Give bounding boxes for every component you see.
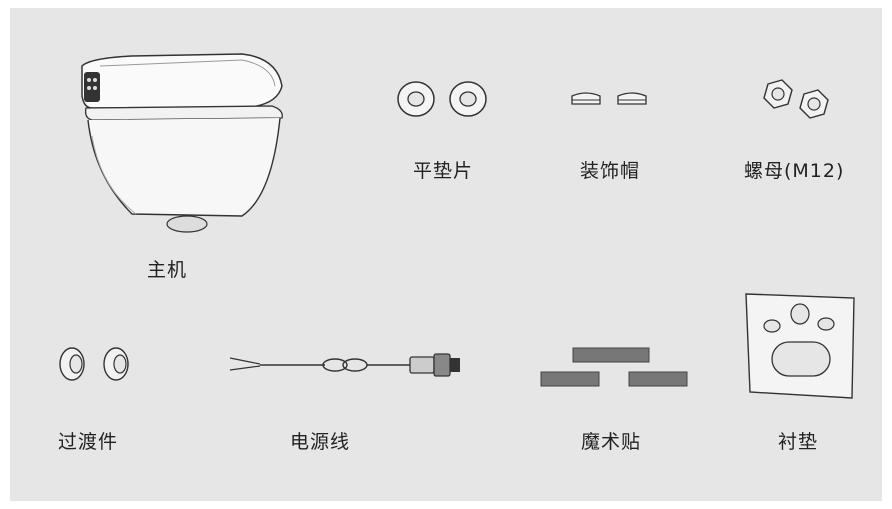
hex-nut-icon <box>760 76 838 120</box>
part-label-decorative-cap: 装饰帽 <box>580 160 641 182</box>
power-cord-icon <box>229 346 470 382</box>
decorative-cap-icon <box>568 88 652 110</box>
part-label-main-unit: 主机 <box>147 259 188 281</box>
part-label-adapter: 过渡件 <box>58 431 119 453</box>
part-label-gasket: 衬垫 <box>778 431 819 453</box>
flat-washer-icon <box>396 78 492 120</box>
wall-hung-smart-toilet-icon <box>72 46 292 236</box>
gasket-icon <box>744 292 856 402</box>
part-label-velcro: 魔术贴 <box>581 431 642 453</box>
adapter-icon <box>54 344 138 384</box>
part-label-power-cord: 电源线 <box>290 431 351 453</box>
part-label-nut: 螺母(M12) <box>744 160 845 182</box>
velcro-strip-icon <box>540 346 691 390</box>
part-label-flat-washer: 平垫片 <box>413 160 474 182</box>
parts-list-panel: 主机 平垫片 装饰帽 螺母(M12) <box>10 8 882 501</box>
